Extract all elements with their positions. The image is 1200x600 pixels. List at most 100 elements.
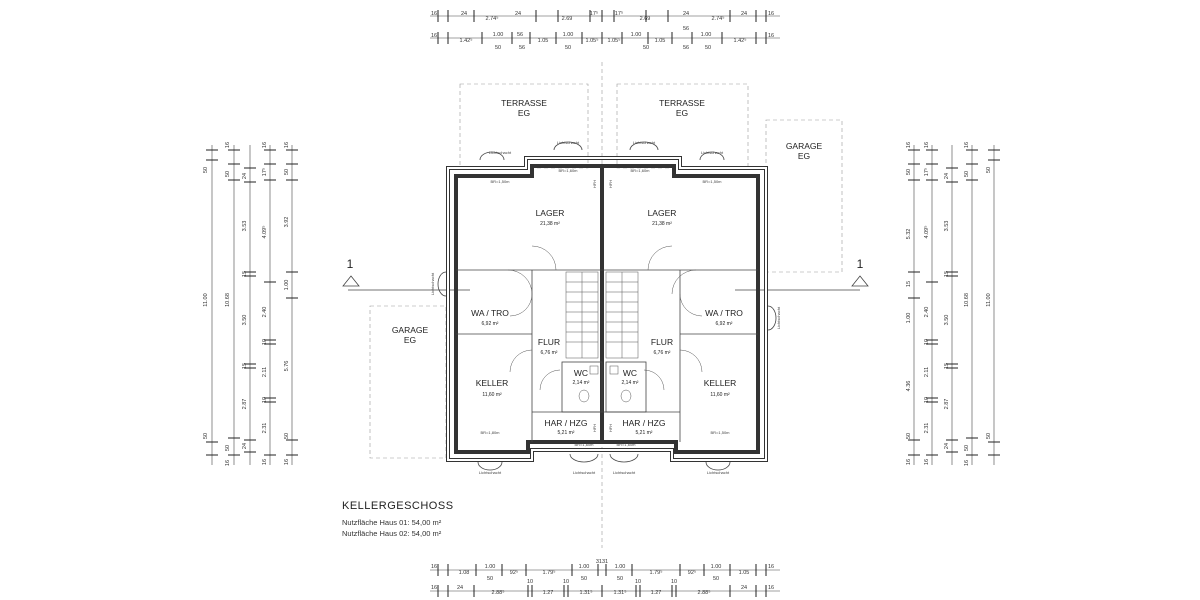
dim-label: 10 [563, 579, 569, 585]
section-arrow-icon [342, 275, 360, 287]
dim-label: 15 [906, 281, 912, 287]
dim-label: 1.79⁵ [650, 569, 663, 576]
dim-label: 2.69 [640, 16, 651, 22]
right-dimension-chains: 16 50 5.32 15 1.00 50 4.36 16 16 17⁵ 4.0… [906, 142, 1000, 466]
dim-label: 1.27 [651, 590, 662, 596]
window-width-label: BR=1,80m [480, 430, 500, 435]
dim-label: 50 [906, 433, 912, 439]
dim-label: 50 [203, 433, 209, 439]
dim-label: 16 [262, 142, 268, 148]
dim-label: 17⁵ [590, 10, 598, 17]
dim-label: 1.31⁵ [580, 589, 593, 596]
dim-label: 50 [225, 445, 231, 451]
section-line: 1 1 [342, 257, 869, 291]
outside-areas: TERRASSE EG TERRASSE EG GARAGE EG GARAGE… [369, 83, 843, 459]
room-area: 5,21 m² [558, 430, 575, 436]
window-width-label: BR=1,50m [710, 430, 730, 435]
room-area: 6,92 m² [482, 321, 499, 327]
lichtschacht-label: Lichtschacht [573, 470, 596, 475]
room-area: 6,76 m² [541, 350, 558, 356]
dim-label: 1.00 [615, 564, 626, 570]
dim-label: 92⁵ [510, 569, 518, 576]
room-area: 21,38 m² [652, 221, 672, 227]
terrasse-label: TERRASSE [659, 98, 705, 108]
dim-label: 3.50 [242, 315, 248, 326]
dim-label: 16 [964, 460, 970, 466]
dim-label: 50 [487, 576, 493, 582]
dim-label: 1.00 [631, 32, 642, 38]
section-marker-right: 1 [857, 257, 864, 271]
hfh-label: HFH [592, 180, 597, 188]
dim-label: 2.40 [262, 307, 268, 318]
dim-label: 16 [431, 11, 437, 17]
dim-label: 50 [581, 576, 587, 582]
dim-label: 11.00 [203, 293, 209, 306]
dim-label: 1.31⁵ [614, 589, 627, 596]
dim-label: 56 [519, 45, 525, 51]
room-area: 5,21 m² [636, 430, 653, 436]
dim-label: 15 [944, 363, 950, 369]
dim-label: 1.00 [493, 32, 504, 38]
room-area: 2,14 m² [622, 380, 639, 386]
dim-label: 16 [284, 142, 290, 148]
lichtschacht-label: Lichtschacht [776, 306, 781, 329]
dim-label: 10 [527, 579, 533, 585]
room-name: KELLER [704, 378, 737, 388]
dim-label: 15 [944, 271, 950, 277]
window-width-label: BR=1,50m [702, 179, 722, 184]
dim-label: 1.42⁵ [460, 37, 473, 44]
dim-label: 2.69 [562, 16, 573, 22]
lichtschacht-label: Lichtschacht [613, 470, 636, 475]
lichtschacht-label: Lichtschacht [633, 140, 656, 145]
dim-label: 10 [924, 397, 930, 403]
dim-label: 2.31 [924, 423, 930, 434]
dim-label: 10 [262, 339, 268, 345]
staircase [565, 271, 639, 359]
hfh-label: HFH [608, 424, 613, 432]
dim-label: 24 [683, 11, 689, 17]
dim-label: 24 [741, 585, 747, 591]
dim-label: 2.87 [242, 399, 248, 410]
room-area: 2,14 m² [573, 380, 590, 386]
area-line-haus-02: Nutzfläche Haus 02: 54,00 m² [342, 529, 602, 538]
dim-label: 50 [565, 45, 571, 51]
dim-label: 50 [986, 167, 992, 173]
dim-label: 50 [964, 445, 970, 451]
dim-label: 3.92 [284, 217, 290, 228]
room-name: WC [574, 368, 588, 378]
window-width-label: BR=1,50m [490, 179, 510, 184]
dim-label: 10 [635, 579, 641, 585]
dim-label: 17⁵ [261, 168, 268, 176]
dim-label: 3.50 [944, 315, 950, 326]
garage-level: EG [404, 335, 416, 345]
area-value: 54,00 m² [411, 518, 442, 527]
garage-label: GARAGE [786, 141, 823, 151]
lichtschacht-label: Lichtschacht [557, 140, 580, 145]
section-marker-left: 1 [347, 257, 354, 271]
dim-label: 1.00 [906, 313, 912, 324]
dim-label: 16 [262, 459, 268, 465]
small-annotations: Lichtschacht Lichtschacht Lichtschacht L… [430, 140, 781, 475]
dim-label: 24 [242, 443, 248, 449]
dim-label: 2.87 [944, 399, 950, 410]
terrasse-label: TERRASSE [501, 98, 547, 108]
dim-label: 92⁵ [688, 569, 696, 576]
dim-label: 24 [944, 443, 950, 449]
dim-label: 2.40 [924, 307, 930, 318]
dim-label: 1.00 [701, 32, 712, 38]
area-label: Nutzfläche Haus 01: [342, 518, 410, 527]
dim-label: 1.05⁵ [586, 37, 599, 44]
dim-label: 50 [643, 45, 649, 51]
dim-label: 10 [924, 339, 930, 345]
window-width-label: BR=1,60m [616, 442, 636, 447]
dim-label: 1.42⁵ [734, 37, 747, 44]
dim-label: 50 [225, 171, 231, 177]
dim-label: 16 [431, 33, 437, 39]
section-arrow-icon [851, 275, 869, 287]
dim-label: 16 [906, 142, 912, 148]
dim-label: 15 [242, 271, 248, 277]
dim-label: 16 [768, 564, 774, 570]
dim-label: 50 [906, 169, 912, 175]
dim-label: 4.36 [906, 381, 912, 392]
